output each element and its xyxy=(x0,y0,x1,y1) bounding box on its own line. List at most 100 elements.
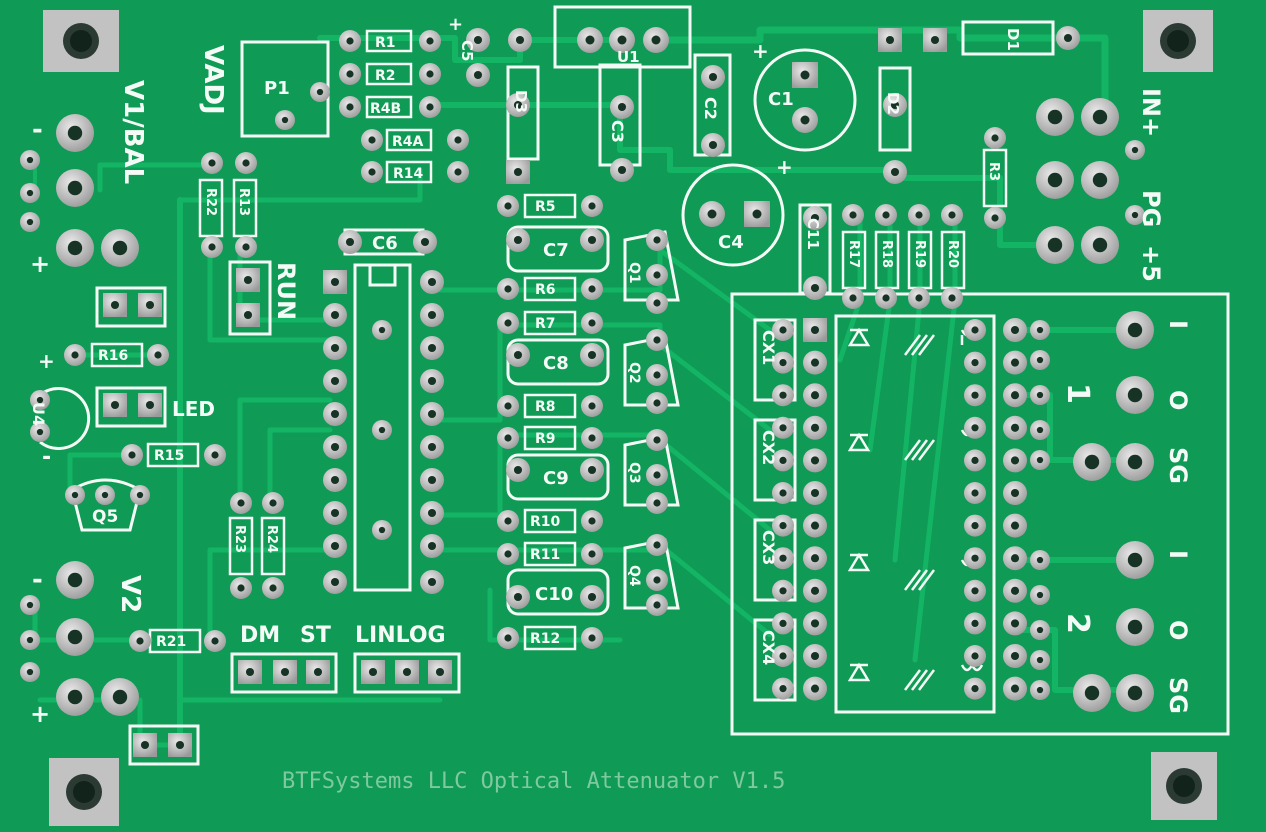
drill-hole xyxy=(971,652,979,660)
drill-hole xyxy=(779,424,787,432)
drill-hole xyxy=(779,489,787,497)
drill-hole xyxy=(779,456,787,464)
label-r22: R22 xyxy=(203,188,218,216)
drill-hole xyxy=(653,399,661,407)
label-r11: R11 xyxy=(530,547,560,563)
drill-hole xyxy=(810,213,820,223)
label-r9: R9 xyxy=(535,431,556,447)
label-r7: R7 xyxy=(535,316,556,332)
label-v1-plus: + xyxy=(30,250,50,278)
drill-hole xyxy=(1092,237,1108,253)
drill-hole xyxy=(237,499,245,507)
drill-hole xyxy=(653,436,661,444)
label-v1bal: V1/BAL xyxy=(118,80,148,184)
label-r12: R12 xyxy=(530,631,560,647)
drill-hole xyxy=(707,209,717,219)
drill-hole xyxy=(810,521,820,530)
drill-hole xyxy=(588,634,596,642)
drill-hole xyxy=(1010,488,1020,498)
label-r2: R2 xyxy=(375,68,396,84)
silkscreen-labels: VADJ P1 V1/BAL V2 RUN LED U4 Q5 DM ST LI… xyxy=(29,14,1192,794)
label-c4-plus: + xyxy=(776,155,793,179)
drill-hole xyxy=(779,652,787,660)
drill-hole xyxy=(330,409,340,419)
drill-hole xyxy=(810,651,820,661)
label-r20: R20 xyxy=(945,240,960,268)
drill-hole xyxy=(243,310,253,320)
drill-hole xyxy=(1047,109,1063,125)
drill-hole xyxy=(175,740,185,750)
drill-hole xyxy=(653,541,661,549)
drill-hole xyxy=(971,424,979,432)
drill-hole xyxy=(890,167,900,177)
drill-hole xyxy=(513,350,523,360)
label-v1-minus: - xyxy=(32,115,43,145)
drill-hole xyxy=(779,587,787,595)
drill-hole xyxy=(1036,456,1044,464)
label-r5: R5 xyxy=(535,199,556,215)
drill-hole xyxy=(779,359,787,367)
label-c6: C6 xyxy=(372,233,398,254)
drill-hole xyxy=(653,576,661,584)
drill-hole xyxy=(136,491,144,499)
drill-hole xyxy=(1127,619,1143,635)
label-c3: C3 xyxy=(608,120,627,143)
label-v2-plus: + xyxy=(30,700,50,728)
label-c7: C7 xyxy=(543,240,569,261)
label-r1: R1 xyxy=(375,35,396,51)
drill-hole xyxy=(454,168,462,176)
drill-hole xyxy=(378,426,386,434)
label-r16: R16 xyxy=(98,348,128,364)
label-dm: DM xyxy=(240,623,280,648)
drill-hole xyxy=(1010,456,1020,465)
drill-hole xyxy=(810,283,820,293)
drill-hole xyxy=(653,371,661,379)
drill-hole xyxy=(588,319,596,327)
drill-hole xyxy=(1127,552,1143,568)
drill-hole xyxy=(588,434,596,442)
drill-hole xyxy=(971,685,979,693)
drill-hole xyxy=(971,391,979,399)
label-cx4: CX4 xyxy=(759,630,778,665)
drill-hole xyxy=(1010,391,1020,400)
label-r18: R18 xyxy=(879,240,894,268)
label-q5: Q5 xyxy=(92,507,118,527)
label-r23: R23 xyxy=(232,525,247,553)
drill-hole xyxy=(1010,651,1020,661)
drill-hole xyxy=(504,319,512,327)
drill-hole xyxy=(136,637,144,645)
drill-hole xyxy=(112,689,128,705)
label-c10: C10 xyxy=(535,584,573,605)
drill-hole xyxy=(504,550,512,558)
label-r8: R8 xyxy=(535,399,556,415)
drill-hole xyxy=(1036,591,1044,599)
drill-hole xyxy=(1036,426,1044,434)
drill-hole xyxy=(26,601,34,609)
drill-hole xyxy=(504,634,512,642)
drill-hole xyxy=(504,285,512,293)
label-cx1: CX1 xyxy=(759,330,778,365)
drill-hole xyxy=(1036,556,1044,564)
label-r24: R24 xyxy=(264,525,279,553)
drill-hole xyxy=(653,601,661,609)
drill-hole xyxy=(378,326,386,334)
drill-hole xyxy=(1036,356,1044,364)
drill-hole xyxy=(427,541,437,551)
label-i-1: I xyxy=(1164,320,1192,329)
label-r4b: R4B xyxy=(370,101,401,117)
drill-hole xyxy=(948,294,956,302)
drill-hole xyxy=(435,667,445,677)
label-sg-2: SG xyxy=(1164,677,1192,714)
drill-hole xyxy=(269,584,277,592)
drill-hole xyxy=(330,508,340,518)
drill-hole xyxy=(345,237,355,247)
drill-hole xyxy=(208,159,216,167)
board-footer: BTFSystems LLC Optical Attenuator V1.5 xyxy=(282,769,785,794)
label-vadj: VADJ xyxy=(198,45,228,115)
label-r3: R3 xyxy=(986,162,1001,181)
drill-hole xyxy=(513,167,523,177)
label-pg: PG xyxy=(1137,190,1165,227)
label-i-2: I xyxy=(1164,550,1192,559)
drill-hole xyxy=(67,572,83,588)
